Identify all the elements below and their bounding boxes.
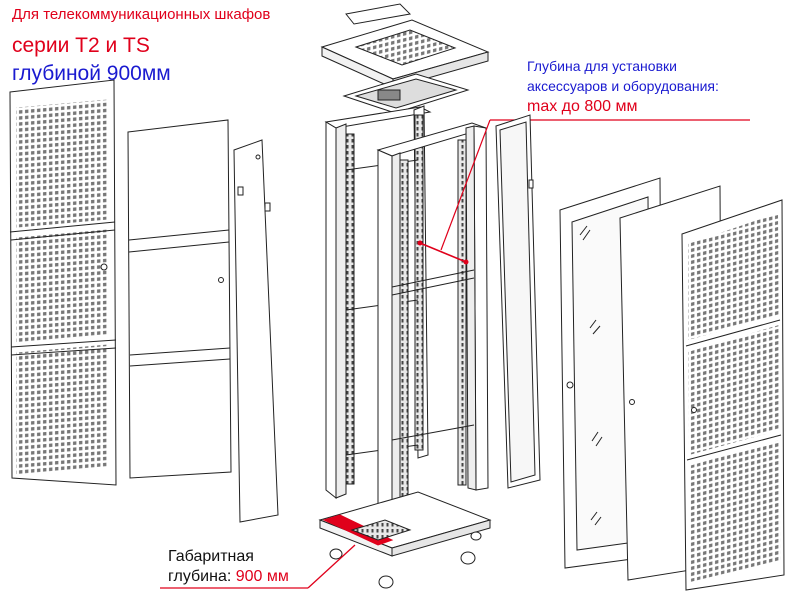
- fan-plate-frame: [342, 73, 470, 114]
- overall-depth-marker: [160, 544, 356, 589]
- plain-side-panel: [127, 119, 232, 479]
- roof-cover: [320, 3, 490, 89]
- narrow-side-door: [233, 139, 279, 523]
- depth-callout-line-2: аксессуаров и оборудования:: [527, 78, 719, 94]
- overall-depth-value: 900 мм: [235, 568, 289, 585]
- rear-glass-door: [495, 114, 541, 489]
- overall-depth-label: Габаритная: [168, 548, 254, 565]
- base-plinth: [318, 491, 492, 557]
- title-line-1: Для телекоммуникационных шкафов: [12, 6, 271, 23]
- overall-depth-line: глубина: 900 мм: [168, 568, 289, 586]
- title-line-2: серии Т2 и TS: [12, 34, 150, 57]
- depth-callout-line-1: Глубина для установки: [527, 58, 677, 74]
- mounting-depth-marker: [417, 119, 750, 265]
- casters: [329, 531, 482, 589]
- overall-depth-prefix: глубина:: [168, 568, 236, 585]
- depth-callout-value: max до 800 мм: [527, 98, 638, 115]
- rack-frame-front: [376, 122, 489, 529]
- perforated-front-door: [681, 199, 785, 591]
- title-line-3: глубиной 900мм: [12, 62, 171, 85]
- left-perforated-side-panel: [9, 79, 117, 486]
- rack-frame-rear: [324, 105, 432, 500]
